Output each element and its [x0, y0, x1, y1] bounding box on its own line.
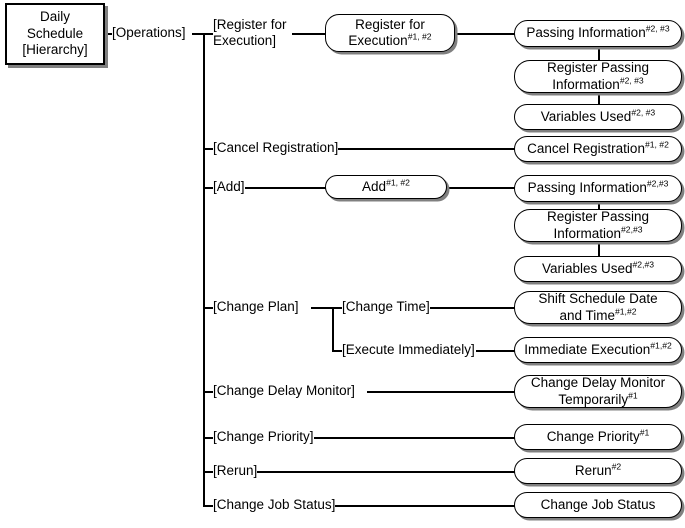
connector-change-time-to-node — [427, 307, 515, 309]
connector-passing-to-register-passing-2 — [598, 202, 600, 210]
node-passing-information-2-label: Passing Information#2,#3 — [527, 178, 669, 196]
node-shift-schedule-date-and-time-label: Shift Schedule Date and Time#1,#2 — [538, 291, 658, 323]
node-variables-used-1-sup: #2, #3 — [631, 107, 656, 118]
branch-label-change-job-status[interactable]: [Change Job Status] — [213, 497, 336, 514]
branch-stub-change-delay — [203, 391, 214, 393]
node-add[interactable]: Add#1, #2 — [325, 175, 447, 199]
node-add-label: Add#1, #2 — [362, 177, 410, 194]
connector-add-label-to-node — [243, 187, 327, 189]
connector-execute-immediately-to-node — [476, 350, 515, 352]
branch-label-change-plan-text: [Change Plan] — [213, 299, 299, 314]
node-variables-used-1[interactable]: Variables Used#2, #3 — [514, 104, 682, 130]
branch-stub-register — [203, 33, 214, 35]
sub-branch-label-execute-immediately[interactable]: [Execute Immediately] — [342, 342, 475, 359]
connector-change-job-status-to-node — [322, 505, 515, 507]
node-variables-used-2-sup: #2,#3 — [632, 259, 655, 270]
node-rerun-sup: #2 — [611, 461, 622, 472]
node-add-sup: #1, #2 — [386, 177, 410, 188]
node-immediate-execution[interactable]: Immediate Execution#1,#2 — [514, 337, 682, 363]
node-register-passing-information-1[interactable]: Register Passing Information#2, #3 — [514, 60, 682, 93]
sub-branch-label-change-time[interactable]: [Change Time] — [342, 299, 430, 316]
node-cancel-registration-label: Cancel Registration#1, #2 — [527, 139, 669, 156]
connector-register-passing-to-variables-1 — [598, 93, 600, 104]
sub-branch-label-execute-immediately-text: [Execute Immediately] — [342, 342, 475, 357]
node-rerun[interactable]: Rerun#2 — [514, 458, 682, 484]
connector-rerun-to-node — [248, 471, 515, 473]
node-immediate-execution-sup: #1,#2 — [650, 340, 672, 351]
node-passing-information-1-sup: #2, #3 — [645, 23, 670, 34]
connector-add-node-to-passing — [447, 187, 515, 189]
connector-change-plan-to-subtrunk — [311, 307, 334, 309]
root-node-label: Daily Schedule [Hierarchy] — [22, 9, 88, 58]
branch-label-change-delay-monitor-text: [Change Delay Monitor] — [213, 383, 355, 398]
branch-stub-add — [203, 187, 214, 189]
branch-label-change-plan[interactable]: [Change Plan] — [213, 299, 299, 316]
connector-operations-to-trunk — [192, 33, 205, 35]
node-variables-used-2-label: Variables Used#2,#3 — [541, 259, 655, 276]
node-variables-used-2[interactable]: Variables Used#2,#3 — [514, 256, 682, 282]
branch-label-rerun[interactable]: [Rerun] — [213, 463, 258, 480]
branch-stub-rerun — [203, 471, 214, 473]
branch-label-cancel-registration-text: [Cancel Registration] — [213, 140, 339, 155]
branch-label-change-priority-text: [Change Priority] — [213, 429, 314, 444]
node-passing-information-1[interactable]: Passing Information#2, #3 — [514, 20, 682, 47]
node-change-delay-monitor-temporarily-label: Change Delay Monitor Temporarily#1 — [530, 375, 666, 407]
substub-execute-immediately — [332, 350, 343, 352]
node-change-job-status-label: Change Job Status — [540, 496, 656, 512]
node-register-passing-information-2-sup: #2,#3 — [621, 224, 643, 234]
node-register-passing-information-1-sup: #2, #3 — [619, 75, 644, 85]
substub-change-time — [332, 307, 343, 309]
connector-change-priority-to-node — [294, 437, 515, 439]
connector-change-delay-to-node — [367, 391, 515, 393]
branch-stub-change-job-status — [203, 505, 214, 507]
root-node-daily-schedule[interactable]: Daily Schedule [Hierarchy] — [5, 3, 105, 65]
node-variables-used-1-label: Variables Used#2, #3 — [540, 107, 656, 124]
node-change-job-status[interactable]: Change Job Status — [514, 492, 682, 518]
node-change-priority-sup: #1 — [639, 427, 650, 438]
node-rerun-label: Rerun#2 — [574, 461, 622, 478]
node-passing-information-2-sup: #2,#3 — [646, 178, 669, 189]
node-register-passing-information-1-label: Register Passing Information#2, #3 — [546, 60, 650, 92]
node-change-delay-monitor-temporarily-sup: #1 — [628, 390, 638, 400]
node-change-delay-monitor-temporarily[interactable]: Change Delay Monitor Temporarily#1 — [514, 375, 682, 408]
branch-stub-change-priority — [203, 437, 214, 439]
node-shift-schedule-date-and-time[interactable]: Shift Schedule Date and Time#1,#2 — [514, 291, 682, 324]
branch-label-register-for-execution[interactable]: [Register for Execution] — [213, 17, 287, 50]
node-shift-schedule-date-and-time-sup: #1,#2 — [615, 306, 637, 316]
node-register-for-execution-sup: #1, #2 — [407, 31, 432, 42]
connector-register-passing-to-variables-2 — [598, 242, 600, 256]
connector-passing-to-register-passing-1 — [598, 47, 600, 61]
branch-label-change-delay-monitor[interactable]: [Change Delay Monitor] — [213, 383, 355, 400]
branch-label-rerun-text: [Rerun] — [213, 463, 258, 478]
branch-label-operations-text: [Operations] — [112, 25, 186, 40]
branch-label-change-job-status-text: [Change Job Status] — [213, 497, 336, 512]
connector-register-node-to-passing — [455, 33, 515, 35]
node-register-for-execution[interactable]: Register for Execution#1, #2 — [325, 14, 455, 52]
node-cancel-registration[interactable]: Cancel Registration#1, #2 — [514, 136, 682, 162]
branch-stub-cancel — [203, 148, 214, 150]
branch-label-change-priority[interactable]: [Change Priority] — [213, 429, 314, 446]
node-register-passing-information-2[interactable]: Register Passing Information#2,#3 — [514, 209, 682, 242]
main-trunk-line — [203, 33, 205, 506]
branch-stub-change-plan — [203, 307, 214, 309]
node-register-passing-information-2-label: Register Passing Information#2,#3 — [546, 209, 650, 241]
node-passing-information-2[interactable]: Passing Information#2,#3 — [514, 175, 682, 202]
connector-register-to-node — [292, 33, 327, 35]
branch-label-add-text: [Add] — [213, 179, 245, 194]
sub-branch-label-change-time-text: [Change Time] — [342, 299, 430, 314]
node-change-priority[interactable]: Change Priority#1 — [514, 424, 682, 450]
node-change-priority-label: Change Priority#1 — [546, 427, 650, 444]
branch-label-register-for-execution-text: [Register for Execution] — [213, 17, 287, 49]
branch-label-add[interactable]: [Add] — [213, 179, 245, 196]
node-register-for-execution-label: Register for Execution#1, #2 — [348, 16, 432, 48]
connector-root-to-operations — [105, 33, 114, 35]
branch-label-cancel-registration[interactable]: [Cancel Registration] — [213, 140, 339, 157]
connector-cancel-to-node — [320, 148, 515, 150]
node-cancel-registration-sup: #1, #2 — [644, 139, 669, 150]
subtrunk-change-plan — [332, 307, 334, 351]
node-immediate-execution-label: Immediate Execution#1,#2 — [524, 340, 672, 357]
branch-label-operations[interactable]: [Operations] — [112, 25, 186, 42]
node-passing-information-1-label: Passing Information#2, #3 — [526, 23, 670, 41]
